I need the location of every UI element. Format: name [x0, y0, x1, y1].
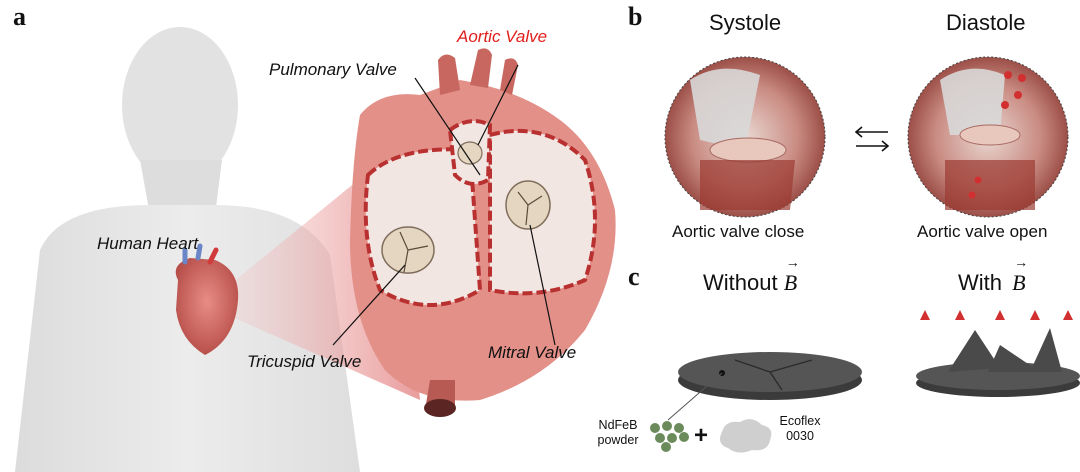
equilibrium-arrows-icon	[854, 126, 890, 152]
panel-c-letter: c	[628, 262, 640, 291]
ecoflex-blob-icon	[720, 419, 772, 453]
ndfeb-powder-icon	[650, 421, 689, 452]
mitral-valve-label: Mitral Valve	[488, 343, 577, 362]
pulmonary-valve-label: Pulmonary Valve	[269, 60, 397, 79]
panel-a-letter: a	[13, 2, 26, 31]
with-field-title: With →B	[958, 256, 1029, 296]
flat-membrane-disk	[678, 352, 862, 400]
powder-leader-line	[667, 372, 723, 421]
mitral-leader-line	[529, 224, 556, 346]
large-heart-illustration	[350, 48, 616, 417]
pulmonary-leader-line	[414, 77, 481, 176]
without-label: Without	[703, 270, 778, 295]
diastole-circle	[907, 56, 1069, 218]
ndfeb-powder-label: NdFeB powder	[597, 418, 639, 447]
diastole-caption: Aortic valve open	[917, 222, 1048, 241]
tricuspid-valve-label: Tricuspid Valve	[247, 352, 362, 371]
systole-caption: Aortic valve close	[672, 222, 805, 241]
field-vector-symbol: →B	[783, 256, 800, 295]
panel-b-letter: b	[628, 2, 643, 31]
without-field-title: Without →B	[703, 256, 800, 296]
aortic-valve-label: Aortic Valve	[457, 27, 548, 46]
plus-sign: +	[694, 422, 709, 449]
tricuspid-leader-line	[332, 264, 406, 346]
diastole-title: Diastole	[946, 10, 1026, 35]
magnetized-membrane	[916, 328, 1080, 397]
aortic-leader-line	[477, 64, 519, 146]
systole-circle	[664, 56, 826, 218]
systole-title: Systole	[709, 10, 782, 35]
field-vector-symbol-2: →B	[1012, 256, 1029, 295]
small-heart-icon	[175, 243, 239, 355]
ecoflex-label: Ecoflex 0030	[779, 414, 821, 443]
with-label: With	[958, 270, 1002, 295]
field-arrows	[920, 310, 1073, 440]
human-heart-label: Human Heart	[97, 234, 199, 253]
